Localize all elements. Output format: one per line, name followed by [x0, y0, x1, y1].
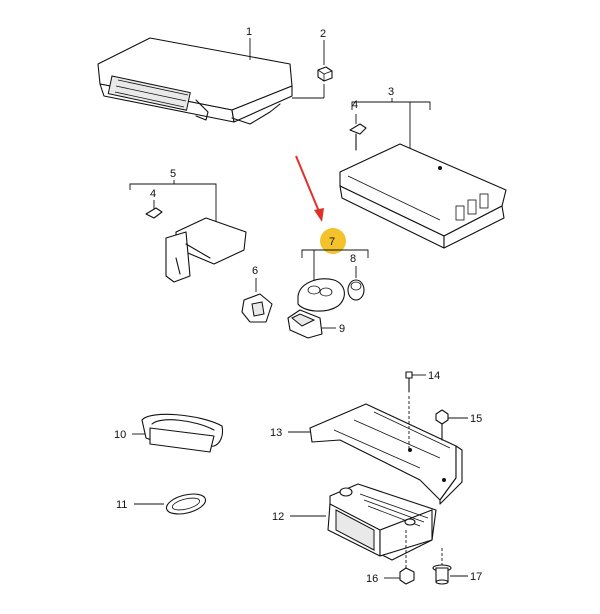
- part-key-cover[interactable]: 9: [287, 309, 345, 339]
- part-oval-ring[interactable]: 11: [116, 490, 208, 517]
- part-battery[interactable]: 8: [347, 253, 365, 301]
- callout-5: 5: [170, 168, 176, 180]
- callout-9: 9: [339, 323, 345, 335]
- part-control-unit[interactable]: 1: [97, 26, 293, 125]
- highlight-circle-icon: [320, 228, 346, 254]
- part-spacer-bushing[interactable]: 17: [432, 548, 482, 585]
- callout-13: 13: [270, 427, 282, 439]
- part-small-housing[interactable]: 6: [241, 265, 273, 323]
- part-relay-unit[interactable]: 5 4: [129, 168, 247, 283]
- callout-8: 8: [350, 253, 356, 265]
- callout-4a: 4: [352, 99, 358, 111]
- red-pointer-arrow-icon: [295, 155, 324, 222]
- callout-4b: 4: [150, 188, 156, 200]
- callout-12: 12: [272, 511, 284, 523]
- part-control-unit-large[interactable]: 3: [339, 86, 507, 249]
- part-remote-key[interactable]: 7: [297, 228, 369, 312]
- callout-10: 10: [114, 429, 126, 441]
- callout-2: 2: [320, 28, 326, 40]
- callout-14: 14: [428, 370, 440, 382]
- callout-16: 16: [366, 573, 378, 585]
- part-screw[interactable]: 14: [405, 370, 440, 450]
- callout-1: 1: [246, 26, 252, 38]
- part-electronic-module[interactable]: 12: [272, 483, 437, 568]
- callout-7: 7: [329, 236, 335, 248]
- part-bolt[interactable]: 15: [435, 409, 482, 441]
- part-antenna[interactable]: 10: [114, 413, 224, 453]
- part-nut[interactable]: 2: [292, 28, 333, 99]
- callout-11: 11: [116, 499, 127, 511]
- part-bottom-nut[interactable]: 16: [366, 567, 415, 585]
- callout-3: 3: [388, 86, 394, 98]
- callout-17: 17: [470, 571, 482, 583]
- callout-6: 6: [252, 265, 258, 277]
- callout-15: 15: [470, 413, 482, 425]
